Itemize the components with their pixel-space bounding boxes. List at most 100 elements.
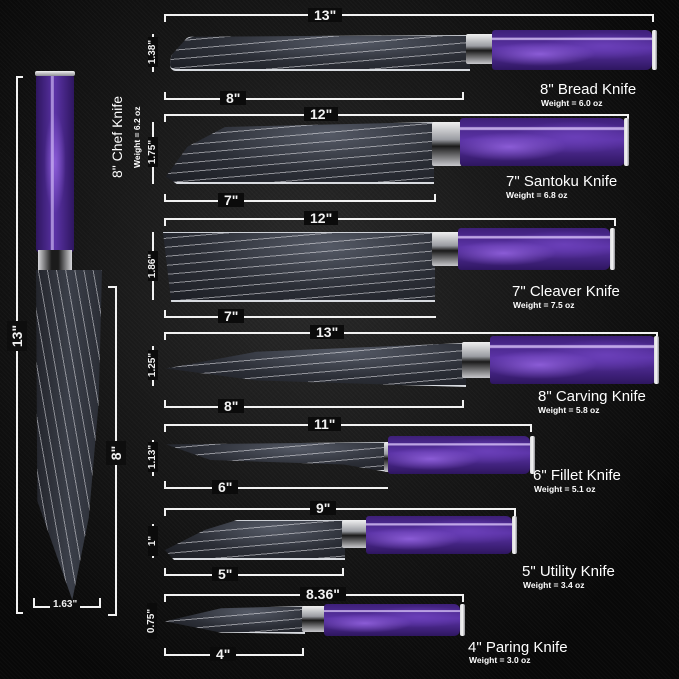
fillet-total-line [164, 424, 532, 426]
carving-total-length: 13" [310, 325, 345, 339]
cleaver-knife-handle [458, 228, 610, 270]
cleaver-blade-length: 7" [218, 309, 245, 323]
fillet-knife-handle [388, 436, 530, 474]
santoku-blade-length: 7" [218, 193, 245, 207]
tick [342, 568, 344, 576]
paring-knife-weight: Weight = 3.0 oz [469, 655, 531, 665]
tick [16, 76, 23, 78]
tick [164, 400, 166, 408]
chef-total-length-label: 13" [7, 321, 27, 351]
chef-blade-width-label: 1.63" [50, 600, 81, 610]
cleaver-knife-endcap [610, 228, 615, 270]
tick [164, 14, 166, 22]
tick [164, 424, 166, 432]
tick [462, 92, 464, 100]
tick [462, 400, 464, 408]
tick [462, 594, 464, 602]
bread-knife-bolster [466, 34, 494, 64]
santoku-blade-line [164, 200, 436, 202]
tick [16, 612, 23, 614]
carving-blade-height: 1.25" [147, 350, 158, 380]
tick [164, 218, 166, 226]
utility-knife-name: 5" Utility Knife [522, 563, 615, 580]
utility-total-length: 9" [310, 501, 337, 515]
carving-knife-name: 8" Carving Knife [538, 388, 646, 405]
cleaver-blade-height: 1.86" [147, 251, 158, 281]
tick [33, 598, 35, 606]
fillet-knife-endcap [530, 436, 535, 474]
bread-knife-handle [492, 30, 652, 70]
bread-knife-weight: Weight = 6.0 oz [541, 98, 603, 108]
tick [164, 194, 166, 202]
tick [614, 218, 616, 226]
chef-knife-bolster [38, 250, 72, 272]
fillet-blade-height: 1.13" [147, 442, 158, 472]
utility-knife-weight: Weight = 3.4 oz [523, 580, 585, 590]
carving-blade-length: 8" [218, 399, 245, 413]
carving-knife-handle [490, 336, 656, 384]
paring-knife-bolster [302, 606, 326, 632]
santoku-knife-handle [460, 118, 625, 166]
santoku-total-length: 12" [304, 107, 339, 121]
tick [164, 332, 166, 340]
fillet-knife-name: 6" Fillet Knife [533, 467, 621, 484]
chef-knife-endcap [35, 71, 75, 76]
carving-knife-endcap [654, 336, 659, 384]
utility-knife-handle [366, 516, 512, 554]
fillet-knife-weight: Weight = 5.1 oz [534, 484, 596, 494]
utility-blade-line [164, 574, 344, 576]
utility-blade-height: 1" [147, 526, 158, 556]
tick [99, 598, 101, 606]
carving-total-line [164, 332, 658, 334]
chef-knife-name: 8" Chef Knife [109, 95, 125, 179]
santoku-blade-height: 1.75" [147, 137, 158, 167]
bread-blade-length: 8" [220, 91, 247, 105]
tick [164, 508, 166, 516]
paring-knife-name: 4" Paring Knife [468, 639, 568, 656]
tick [164, 481, 166, 489]
utility-blade-length: 5" [212, 567, 239, 581]
bread-knife-blade [170, 35, 470, 71]
bread-blade-height: 1.38" [147, 37, 158, 67]
fillet-blade-line [164, 487, 388, 489]
fillet-blade-length: 6" [212, 480, 239, 494]
tick [164, 648, 166, 656]
bread-knife-endcap [652, 30, 657, 70]
tick [514, 508, 516, 516]
paring-total-length: 8.36" [300, 587, 346, 601]
tick [434, 194, 436, 202]
tick [164, 594, 166, 602]
tick [108, 286, 115, 288]
cleaver-knife-weight: Weight = 7.5 oz [513, 300, 575, 310]
paring-knife-handle [324, 604, 460, 636]
tick [164, 568, 166, 576]
tick [652, 14, 654, 22]
carving-knife-weight: Weight = 5.8 oz [538, 405, 600, 415]
bread-blade-line [164, 98, 464, 100]
tick [164, 92, 166, 100]
tick [108, 614, 115, 616]
paring-knife-endcap [460, 604, 465, 636]
tick [530, 424, 532, 432]
fillet-total-length: 11" [308, 417, 342, 431]
santoku-total-line [164, 114, 629, 116]
cleaver-knife-bolster [432, 232, 460, 266]
bread-total-line [164, 14, 654, 16]
utility-total-line [164, 508, 516, 510]
bread-knife-name: 8" Bread Knife [540, 81, 637, 98]
chef-blade-length-label: 8" [106, 441, 126, 465]
santoku-knife-endcap [624, 118, 629, 166]
tick [164, 310, 166, 318]
santoku-knife-weight: Weight = 6.8 oz [506, 190, 568, 200]
bread-total-length: 13" [308, 8, 343, 22]
paring-blade-height: 0.75" [146, 603, 157, 639]
cleaver-blade-line [164, 316, 436, 318]
chef-knife-handle [36, 74, 74, 252]
chef-knife-weight: Weight = 6.2 oz [131, 106, 142, 168]
tick [164, 114, 166, 122]
cleaver-total-line [164, 218, 616, 220]
cleaver-knife-name: 7" Cleaver Knife [512, 283, 620, 300]
cleaver-total-length: 12" [304, 211, 339, 225]
carving-blade-line [164, 406, 464, 408]
utility-knife-endcap [512, 516, 517, 554]
